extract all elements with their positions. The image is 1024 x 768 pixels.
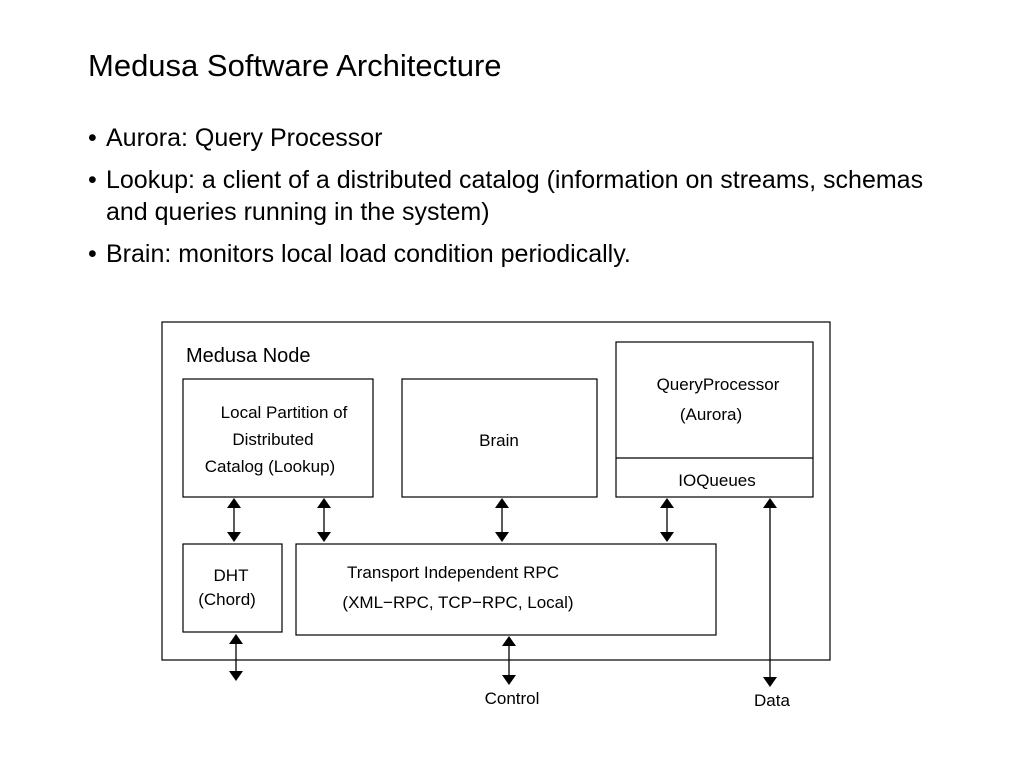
lookup-label-line1: Local Partition of	[221, 403, 348, 422]
lookup-label-line3: Catalog (Lookup)	[205, 457, 335, 476]
bullet-dot: •	[88, 166, 97, 194]
control-label: Control	[485, 689, 540, 708]
ioqueues-label: IOQueues	[678, 471, 756, 490]
bullet-aurora: • Aurora: Query Processor	[88, 122, 968, 154]
bullet-lookup: • Lookup: a client of a distributed cata…	[88, 164, 968, 228]
queryprocessor-rpc-arrow	[660, 498, 674, 542]
rpc-label-line2: (XML−RPC, TCP−RPC, Local)	[342, 593, 573, 612]
dht-label-line1: DHT	[214, 566, 249, 585]
bullet-list: • Aurora: Query Processor • Lookup: a cl…	[88, 122, 968, 280]
data-label: Data	[754, 691, 790, 710]
bullet-brain: • Brain: monitors local load condition p…	[88, 238, 968, 270]
bullet-text: Aurora: Query Processor	[106, 124, 383, 152]
bullet-dot: •	[88, 240, 97, 268]
lookup-box	[182, 378, 374, 498]
query-processor-label-line1: QueryProcessor	[657, 375, 780, 394]
brain-rpc-arrow	[495, 498, 509, 542]
brain-box	[401, 378, 598, 498]
rpc-label-line1: Transport Independent RPC	[347, 563, 559, 582]
dht-label-line2: (Chord)	[198, 590, 256, 609]
control-arrow	[502, 636, 516, 685]
medusa-node-label: Medusa Node	[186, 345, 311, 367]
dht-box	[182, 543, 283, 633]
bullet-text: Brain: monitors local load condition per…	[106, 240, 631, 268]
lookup-dht-arrow	[227, 498, 241, 542]
bullet-text: Lookup: a client of a distributed catalo…	[106, 166, 924, 226]
slide-title: Medusa Software Architecture	[88, 48, 502, 83]
dht-external-arrow	[229, 634, 243, 681]
bullet-dot: •	[88, 124, 97, 152]
rpc-box	[295, 543, 717, 636]
data-arrow	[763, 498, 777, 687]
query-processor-label-line2: (Aurora)	[680, 405, 742, 424]
query-processor-box	[615, 341, 814, 498]
lookup-label-line2: Distributed	[232, 430, 313, 449]
lookup-rpc-arrow	[317, 498, 331, 542]
brain-label: Brain	[479, 431, 519, 450]
